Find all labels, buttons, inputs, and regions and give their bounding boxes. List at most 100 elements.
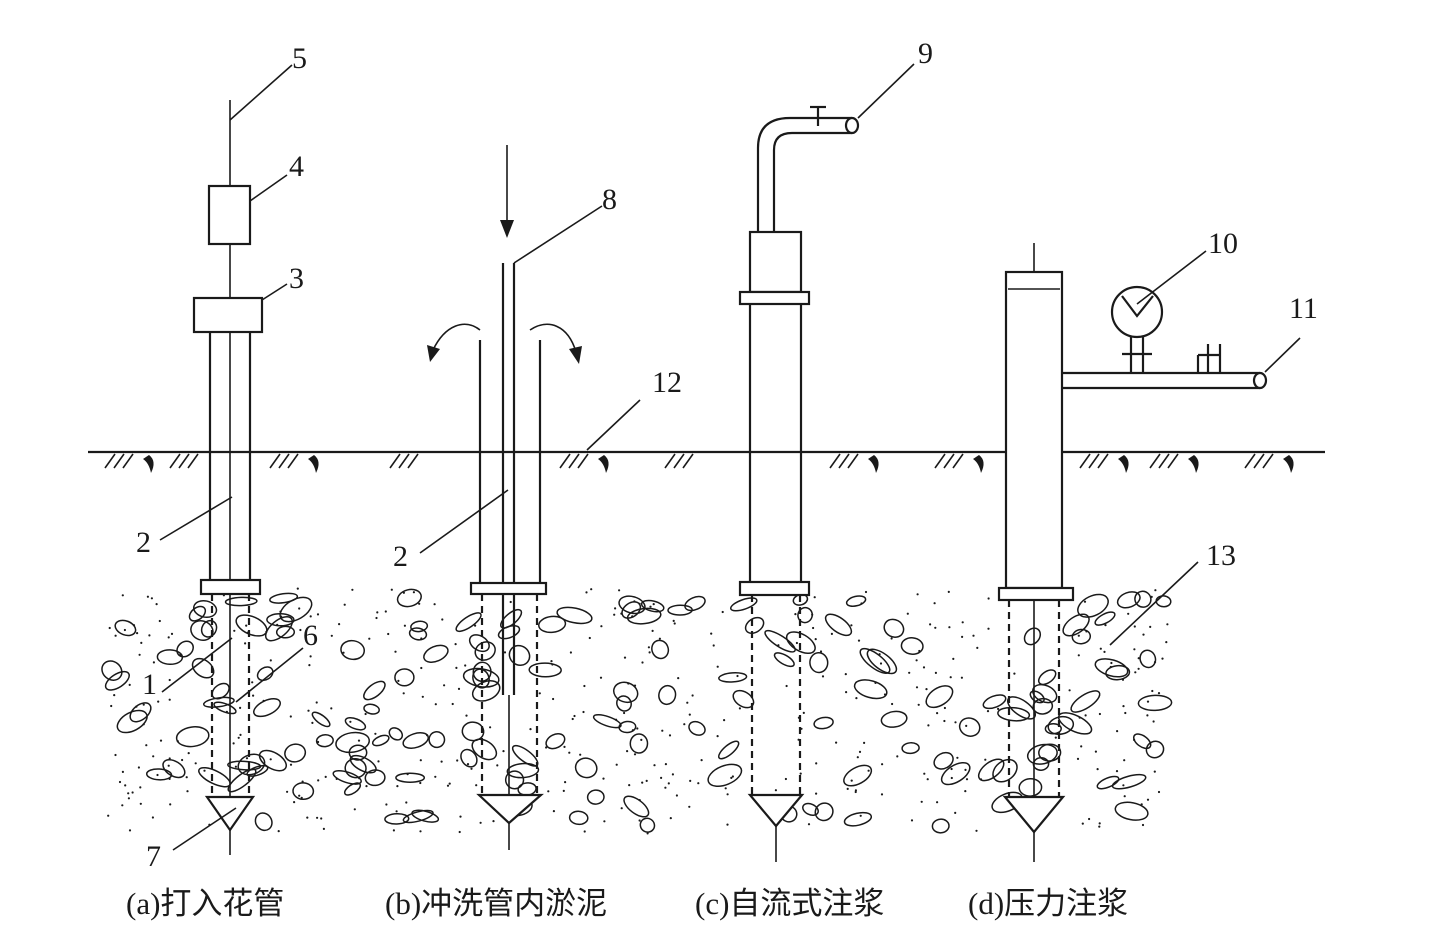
gravel-stone — [500, 608, 523, 629]
gravel-stone — [1145, 740, 1165, 759]
gravel-stone — [402, 732, 429, 749]
gravel-stone — [1132, 733, 1152, 750]
gravel-stone — [266, 613, 295, 627]
gravel-stone — [101, 660, 123, 681]
gravel-stone — [586, 789, 605, 805]
caption-c: (c)自流式注浆 — [695, 886, 884, 921]
gravel-stone — [802, 802, 819, 817]
gravel-stone — [394, 668, 415, 687]
gravel-stone — [371, 734, 390, 747]
gravel-stone — [335, 731, 371, 754]
gravel-stone — [343, 782, 362, 796]
captions: (a)打入花管 (b)冲洗管内淤泥 (c)自流式注浆 (d)压力注浆 — [126, 886, 1128, 921]
gravel-stone — [344, 717, 367, 731]
gravel-stone — [940, 761, 971, 786]
gravel-stone — [162, 758, 186, 779]
gravel-stone — [1137, 694, 1173, 712]
gravel-stone — [200, 619, 218, 638]
gravel-stone — [744, 616, 765, 634]
gravel-stone — [408, 627, 428, 641]
panel-a-driving-pipe — [192, 100, 264, 855]
gravel-stone — [1047, 715, 1075, 736]
gravel-stone — [344, 758, 367, 779]
gravel-stone — [1116, 591, 1141, 609]
gravel-stone — [651, 639, 670, 660]
gravel-stone — [191, 657, 215, 679]
gravel-stone — [284, 743, 307, 763]
gravel-stone — [528, 662, 562, 678]
gravel-stone — [363, 703, 380, 715]
label-9: 9 — [918, 37, 933, 70]
gravel-stone — [202, 696, 235, 708]
gravel-stone — [311, 711, 331, 728]
gravel-stone — [114, 619, 137, 637]
gravel-stone — [629, 733, 649, 754]
label-7: 7 — [146, 840, 161, 873]
gravel-stone — [156, 649, 184, 666]
gravel-stone — [471, 738, 498, 761]
gravel-stone — [1111, 773, 1147, 790]
gravel-stone — [933, 751, 954, 770]
number-labels: 5 4 3 2 1 6 7 8 2 9 10 11 12 13 — [136, 37, 1318, 873]
label-3: 3 — [289, 262, 304, 295]
gravel-stone — [292, 782, 315, 801]
hammer-block — [207, 184, 252, 246]
gravel-stone — [616, 695, 632, 712]
gravel-stone — [1037, 669, 1057, 686]
gravel-stone — [773, 652, 795, 668]
gravel-stone — [227, 760, 262, 771]
gravel-stone — [235, 614, 268, 637]
gravel-stone — [618, 720, 637, 734]
gravel-stone — [253, 698, 281, 718]
panel-c-gravity-grouting — [738, 105, 860, 862]
gravel-stone — [1071, 628, 1092, 645]
gravel-stone — [824, 613, 853, 637]
caption-a: (a)打入花管 — [126, 886, 284, 921]
gravel-stone — [958, 717, 981, 737]
gravel-stone — [764, 629, 796, 653]
gravel-stone — [402, 809, 434, 824]
gravel-stone — [997, 706, 1031, 722]
gravel-stone — [977, 758, 1005, 782]
caption-d: (d)压力注浆 — [968, 886, 1128, 921]
gravel-stone — [472, 661, 492, 683]
label-8: 8 — [602, 183, 617, 216]
gravel-stone — [592, 714, 622, 729]
gravel-stone — [901, 742, 920, 755]
gravel-stone — [104, 670, 130, 691]
caption-b: (b)冲洗管内淤泥 — [385, 886, 607, 921]
gravel-stone — [925, 685, 954, 709]
gravel-stone — [618, 595, 646, 615]
gravel-stone — [568, 810, 589, 826]
label-13: 13 — [1206, 539, 1236, 572]
gravel-stone — [258, 749, 287, 772]
gravel-stone — [423, 644, 449, 663]
gravel-stone — [145, 768, 173, 781]
panel-d-pressure-grouting — [997, 243, 1268, 862]
gravel-stone — [537, 615, 567, 634]
gravel-stone — [853, 679, 888, 700]
pipe-cap — [192, 296, 264, 334]
gravel-stone — [640, 599, 665, 613]
gravel-stone — [1023, 627, 1042, 646]
gravel-stone — [730, 597, 758, 612]
label-10: 10 — [1208, 227, 1238, 260]
gravel-stone — [623, 795, 650, 818]
gravel-stone — [410, 620, 429, 633]
gravel-stone — [809, 651, 829, 674]
gravel-stone — [363, 680, 386, 701]
gravel-stone — [658, 684, 677, 706]
gravel-stone — [188, 605, 207, 622]
gravel-stone — [340, 639, 365, 661]
gravel-stone — [388, 727, 404, 741]
gravel-stone — [224, 596, 258, 607]
gravel-stone — [455, 612, 482, 633]
label-12: 12 — [652, 366, 682, 399]
gravel-stone — [254, 812, 273, 832]
gravel-stone — [256, 666, 274, 682]
gravel-stone — [684, 595, 706, 612]
gravel-stone — [845, 595, 867, 607]
gravel-stone — [411, 809, 440, 823]
gravel-stone — [471, 680, 501, 702]
gravel-stone — [275, 625, 296, 639]
